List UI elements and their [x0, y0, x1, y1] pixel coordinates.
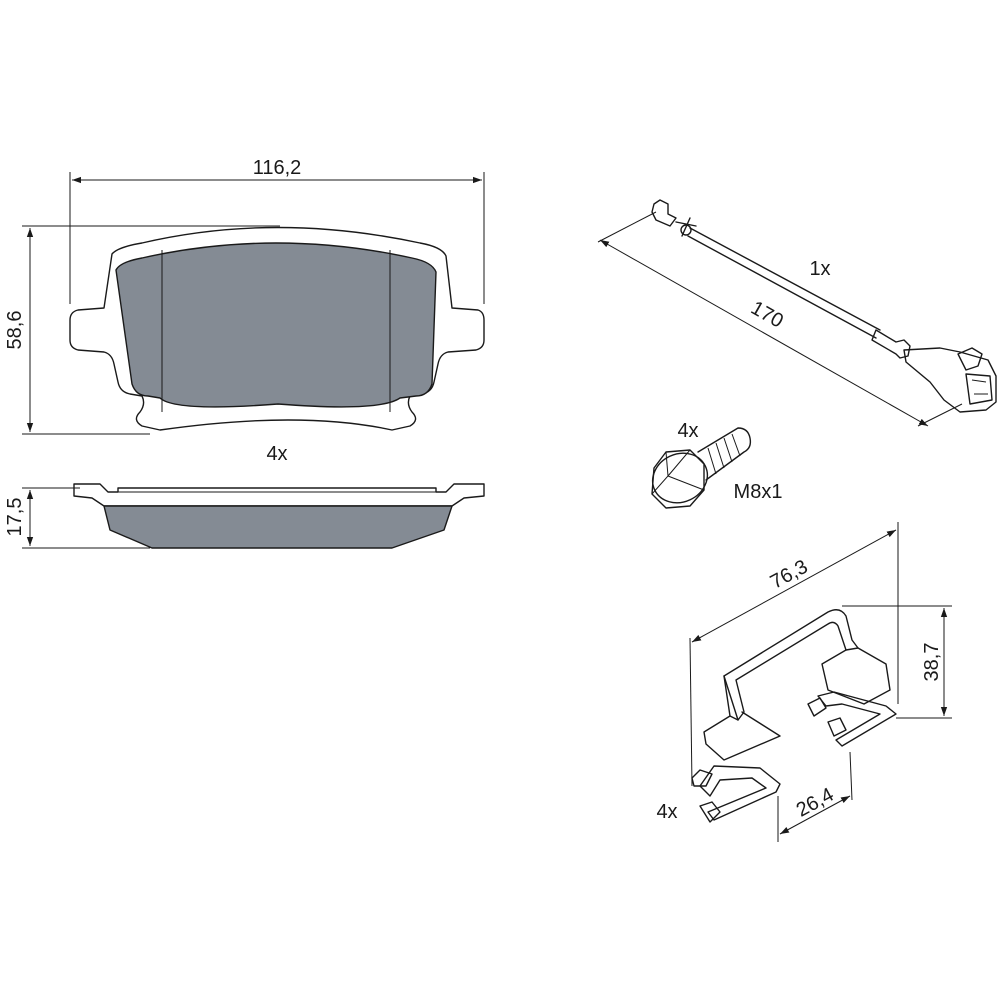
clip-quantity-label: 4x [656, 801, 677, 823]
clip-right-lower-tab [817, 691, 897, 747]
bolt-thread-lines [707, 433, 741, 475]
sensor-length-dimension-line [599, 239, 929, 427]
brake-pad-side-view [73, 483, 485, 549]
clip-left-hook [691, 769, 721, 823]
clip-depth-label: 26,4 [793, 784, 838, 822]
wear-sensor [651, 199, 997, 413]
sensor-terminal [651, 199, 677, 227]
sensor-terminal-ring [675, 217, 697, 237]
clip-height-label: 38,7 [921, 643, 943, 682]
clip-spring-bar [723, 609, 859, 721]
clip-width-dimension-line [691, 529, 897, 643]
clip-right-leg [821, 647, 891, 705]
brake-pad-front-view [69, 226, 485, 431]
bolt-hex-edges [651, 449, 705, 495]
clip [691, 609, 897, 823]
pad-friction-material [115, 242, 437, 408]
sensor-head-clip [957, 347, 983, 371]
bolt-flange [651, 452, 709, 504]
clip-right-hook [807, 697, 847, 737]
clip-depth-dimension-line [779, 795, 851, 835]
clip-dimensions [689, 522, 952, 842]
bolt-hex-head [651, 449, 705, 509]
pad-height-label: 58,6 [4, 311, 26, 350]
side-friction-material [103, 505, 453, 549]
pad-thickness-label: 17,5 [4, 498, 26, 537]
clip-depth-extension-right [849, 751, 853, 801]
sensor-quantity-label: 1x [809, 258, 830, 280]
bolt-quantity-label: 4x [677, 420, 698, 442]
pad-width-label: 116,2 [253, 157, 302, 179]
sensor-cable-lower [687, 235, 877, 339]
bolt-thread-label: M8x1 [734, 481, 783, 503]
sensor-head-detail [971, 379, 988, 395]
pad-backing-plate [69, 226, 485, 431]
pad-quantity-label: 4x [266, 443, 287, 465]
sensor-extension-start [597, 211, 657, 243]
pad-dimensions [22, 172, 485, 435]
clip-width-extension-left [689, 637, 693, 787]
side-backing-plate [73, 483, 485, 507]
clip-width-label: 76,3 [767, 556, 812, 594]
clip-left-lower-tab [699, 765, 781, 821]
sensor-extension-end [917, 403, 963, 427]
sensor-dimensions [597, 211, 963, 427]
bolt-shank [697, 427, 752, 481]
side-dimensions [22, 487, 150, 549]
clip-left-leg [703, 711, 781, 761]
bolt [651, 427, 752, 509]
sensor-head-face [965, 373, 993, 405]
sensor-terminal-eye [680, 224, 692, 236]
